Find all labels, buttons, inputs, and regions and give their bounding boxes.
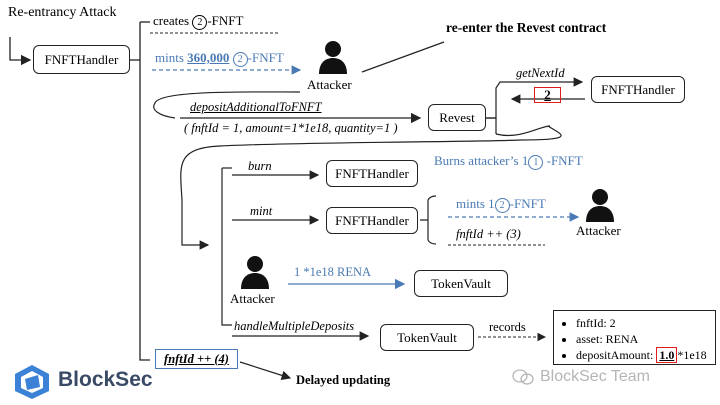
circle-2-icon: 2 bbox=[232, 52, 248, 67]
record-fnft-id: fnftId: 2 bbox=[576, 315, 711, 331]
wechat-icon bbox=[512, 369, 534, 385]
watermark: BlockSec Team bbox=[512, 368, 650, 386]
records-label: records bbox=[489, 320, 526, 334]
attacker-rena-label: Attacker bbox=[230, 291, 275, 306]
reenter-label: re-enter the Revest contract bbox=[446, 20, 607, 35]
deposit-call-label: depositAdditionalToFNFT bbox=[190, 100, 322, 114]
watermark-text: BlockSec Team bbox=[540, 368, 650, 385]
diagram-title: Re-entrancy Attack bbox=[8, 5, 117, 20]
attacker-mint-label: Attacker bbox=[576, 223, 621, 238]
handle-multiple-label: handleMultipleDeposits bbox=[234, 319, 355, 333]
fnftid-inc4-box: fnftId ++ (4) bbox=[155, 349, 238, 369]
record-deposit-amount: depositAmount: 1.0*1e18 bbox=[576, 347, 711, 363]
fnft-handler-mint-box: FNFTHandler bbox=[326, 207, 418, 234]
revest-box: Revest bbox=[428, 104, 486, 131]
attacker-icon bbox=[586, 189, 614, 222]
attacker-top-label: Attacker bbox=[307, 77, 352, 92]
token-vault-bottom-box: TokenVault bbox=[380, 324, 474, 351]
fnft-handler-main-box: FNFTHandler bbox=[33, 45, 130, 74]
circle-2-icon: 2 bbox=[192, 15, 208, 30]
next-id-value: 2 bbox=[534, 87, 561, 103]
circle-2-icon: 2 bbox=[494, 198, 510, 213]
fnft-handler-burn-box: FNFTHandler bbox=[326, 160, 418, 187]
blocksec-logo-icon bbox=[15, 365, 49, 399]
deposit-args-label: ( fnftId = 1, amount=1*1e18, quantity=1 … bbox=[184, 121, 398, 135]
circle-1-icon: 1 bbox=[528, 155, 544, 170]
attacker-icon bbox=[241, 256, 269, 289]
fnft-handler-right-box: FNFTHandler bbox=[591, 76, 685, 103]
mints-label: mints 360,000 2-FNFT bbox=[155, 50, 284, 67]
rena-transfer-label: 1 *1e18 RENA bbox=[294, 265, 372, 279]
creates-label: creates 2-FNFT bbox=[153, 13, 244, 30]
fnftid-inc3-label: fnftId ++ (3) bbox=[456, 227, 521, 241]
record-asset: asset: RENA bbox=[576, 331, 711, 347]
mint-label: mint bbox=[250, 204, 273, 218]
token-vault-mid-box: TokenVault bbox=[414, 270, 508, 297]
blocksec-logo-text: BlockSec bbox=[58, 368, 153, 391]
record-info-box: fnftId: 2 asset: RENA depositAmount: 1.0… bbox=[553, 310, 716, 365]
delayed-updating-label: Delayed updating bbox=[296, 373, 391, 387]
get-next-id-label: getNextId bbox=[516, 66, 565, 80]
burn-label: burn bbox=[248, 159, 272, 173]
attacker-icon bbox=[319, 41, 347, 74]
